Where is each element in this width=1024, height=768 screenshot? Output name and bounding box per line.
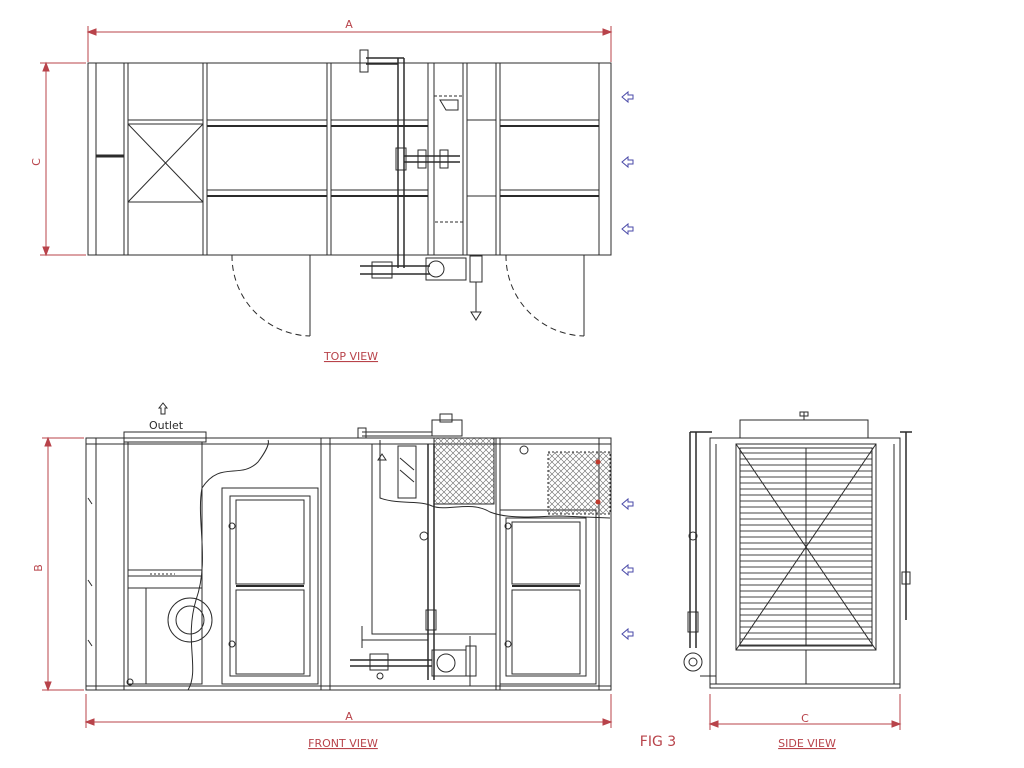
top-media-panel <box>433 95 464 223</box>
top-dimension-a-label: A <box>345 18 353 31</box>
top-dimension-c-label: C <box>30 158 43 166</box>
front-view-dimensions <box>42 436 613 728</box>
front-dimension-b-label: B <box>32 564 45 572</box>
outlet-duct <box>123 431 207 443</box>
top-view-inlet-arrows <box>621 90 634 236</box>
front-view-inlet-arrows <box>621 497 634 641</box>
top-view-dimensions <box>40 26 613 257</box>
front-view <box>85 413 612 691</box>
side-view-dimensions <box>708 694 902 730</box>
top-fan-box <box>127 123 204 203</box>
side-view <box>683 411 912 689</box>
side-dimension-c-label: C <box>801 712 809 725</box>
wetted-media <box>433 437 495 505</box>
front-view-markers <box>595 459 601 505</box>
outlet-label: Outlet <box>149 419 184 432</box>
top-view-outline <box>87 62 612 256</box>
front-right-door <box>499 509 597 685</box>
front-dimension-a-label: A <box>345 710 353 723</box>
fan-housing <box>127 587 203 685</box>
figure-label: FIG 3 <box>640 734 676 750</box>
front-left-door <box>221 487 319 685</box>
front-view-outline <box>85 437 612 691</box>
side-view-label: SIDE VIEW <box>778 737 836 750</box>
outlet-arrow-icon <box>157 402 169 415</box>
top-view-label: TOP VIEW <box>323 350 378 363</box>
top-view <box>87 49 612 337</box>
front-view-label: FRONT VIEW <box>308 737 378 750</box>
